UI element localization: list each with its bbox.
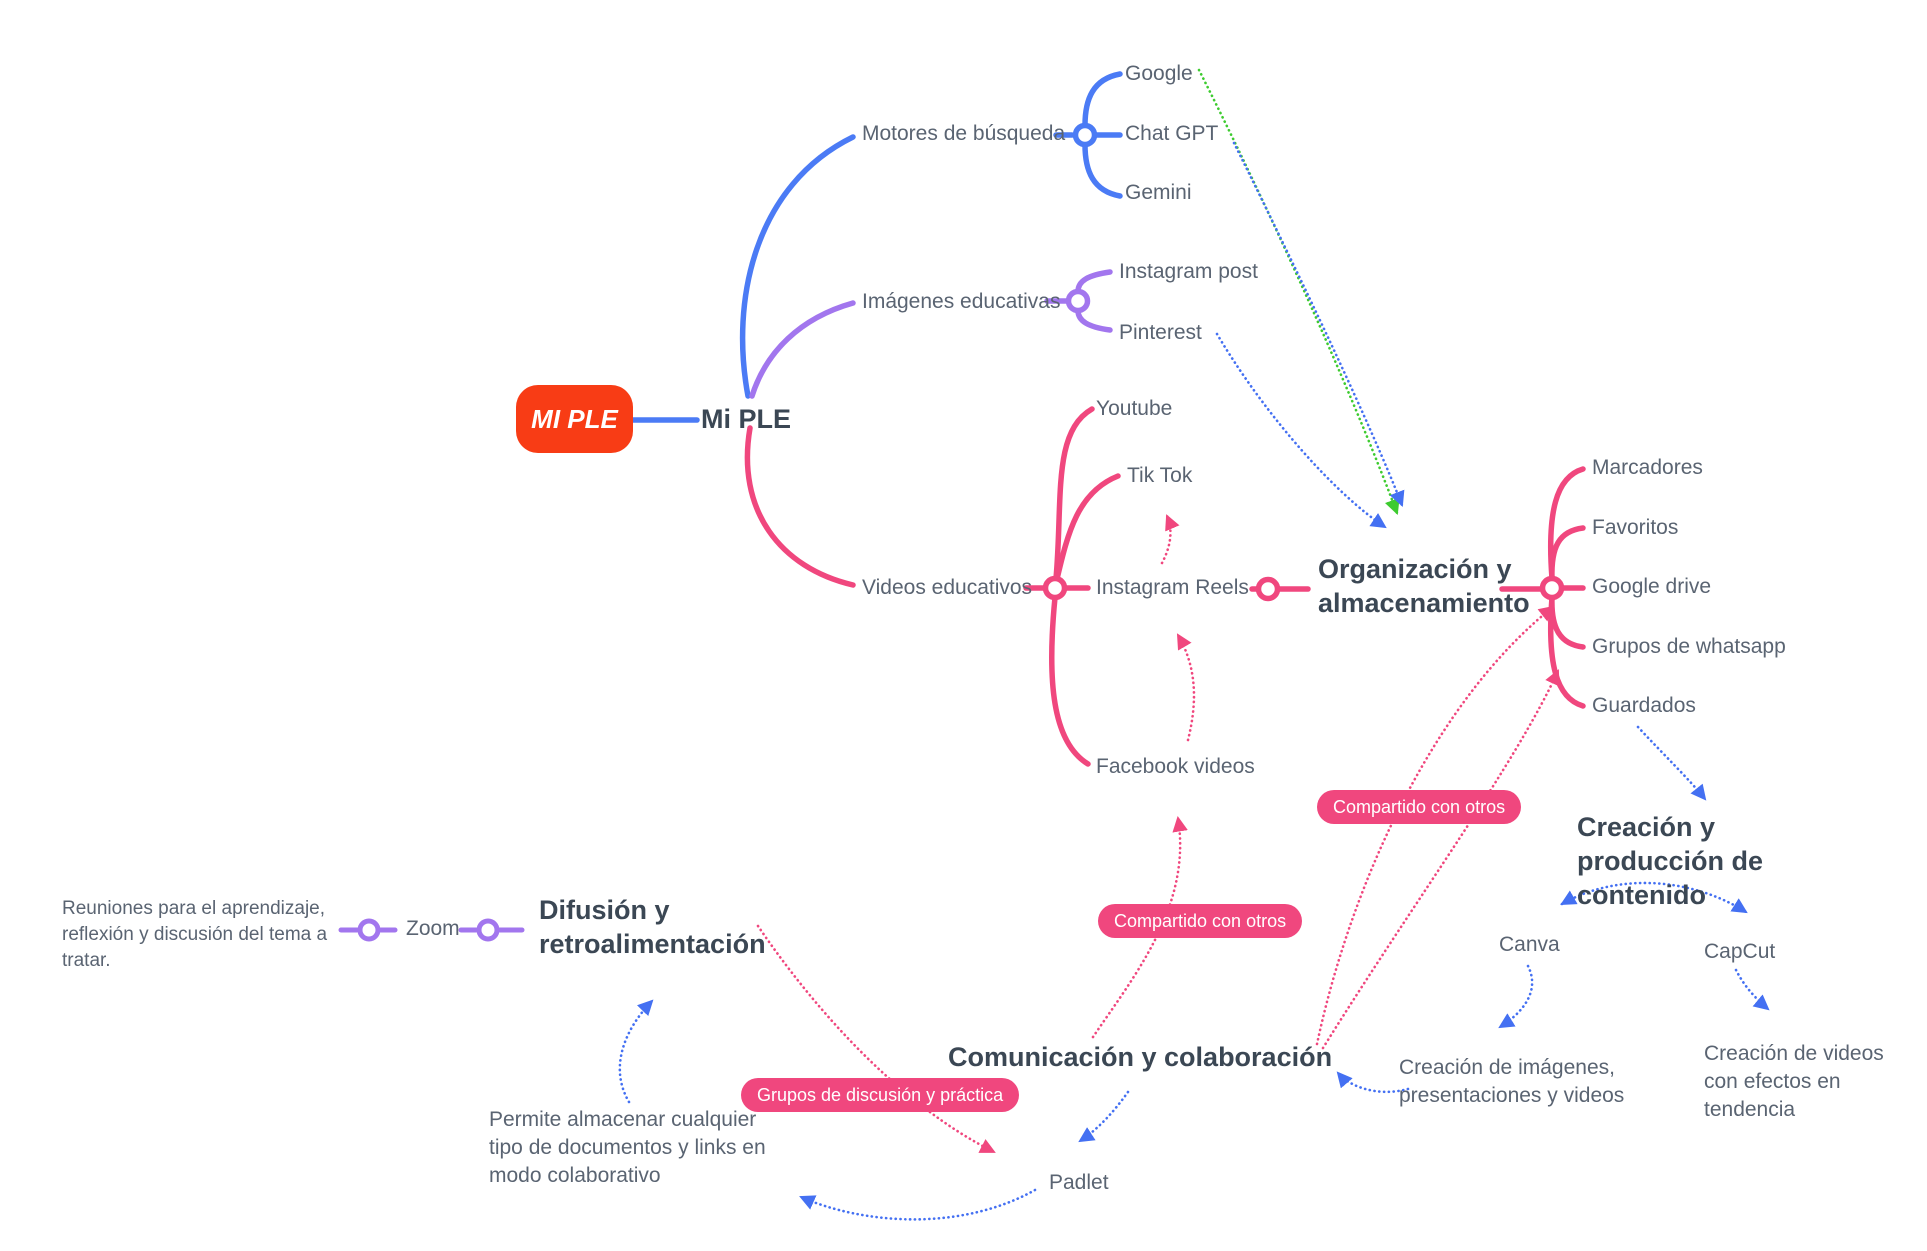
node-marcadores[interactable]: Marcadores bbox=[1592, 456, 1703, 479]
arrow-reels-to-tiktok bbox=[1160, 514, 1180, 565]
badge-grupos-de-discusion[interactable]: Grupos de discusión y práctica bbox=[741, 1078, 1020, 1112]
note-canva[interactable]: Creación de imágenes, presentaciones y v… bbox=[1399, 1056, 1625, 1107]
badge-compartido-con-otros-2[interactable]: Compartido con otros bbox=[1098, 904, 1303, 938]
node-pinterest[interactable]: Pinterest bbox=[1119, 321, 1202, 344]
arrow-guardados-to-creacion bbox=[1636, 725, 1707, 801]
note-capcut[interactable]: Creación de videos con efectos en tenden… bbox=[1704, 1042, 1884, 1121]
root-node[interactable]: MI PLE bbox=[516, 385, 633, 453]
arrow-comunicacion-to-organizacion-upper bbox=[1315, 605, 1555, 1046]
node-organizacion-y-almacenamiento[interactable]: Organización y almacenamiento bbox=[1318, 554, 1530, 618]
node-motores-de-busqueda[interactable]: Motores de búsqueda bbox=[862, 122, 1066, 145]
node-capcut[interactable]: CapCut bbox=[1704, 940, 1776, 963]
arrow-note-to-comunicacion bbox=[1336, 1071, 1410, 1094]
node-google-drive[interactable]: Google drive bbox=[1592, 575, 1712, 598]
arrow-capcut-to-note bbox=[1734, 968, 1770, 1011]
node-instagram-reels[interactable]: Instagram Reels bbox=[1096, 576, 1249, 599]
root-title[interactable]: Mi PLE bbox=[701, 404, 792, 434]
node-difusion-y-retroalimentacion[interactable]: Difusión y retroalimentación bbox=[539, 895, 766, 959]
arrow-note-to-difusion bbox=[618, 999, 654, 1104]
node-grupos-de-whatsapp[interactable]: Grupos de whatsapp bbox=[1592, 635, 1786, 658]
arrow-comunicacion-to-organizacion-lower bbox=[1321, 669, 1560, 1050]
node-instagram-post[interactable]: Instagram post bbox=[1119, 260, 1258, 283]
node-imagenes-educativas[interactable]: Imágenes educativas bbox=[862, 290, 1061, 313]
arrow-comunicacion-to-facebook bbox=[1091, 815, 1188, 1039]
node-canva[interactable]: Canva bbox=[1499, 933, 1560, 956]
node-chat-gpt[interactable]: Chat GPT bbox=[1125, 122, 1219, 145]
arrow-chatgpt-to-organizacion bbox=[1232, 141, 1405, 507]
badge-compartido-con-otros-1[interactable]: Compartido con otros bbox=[1317, 790, 1522, 824]
node-padlet[interactable]: Padlet bbox=[1049, 1171, 1109, 1194]
branch-videos-connector bbox=[744, 406, 1121, 767]
node-zoom[interactable]: Zoom bbox=[406, 917, 460, 940]
arrow-padlet-to-note bbox=[799, 1188, 1037, 1221]
arrow-pinterest-to-organizacion bbox=[1215, 332, 1387, 529]
node-gemini[interactable]: Gemini bbox=[1125, 181, 1192, 204]
arrow-canva-capcut bbox=[1560, 881, 1748, 914]
branch-imagenes-connector bbox=[749, 269, 1113, 399]
node-guardados[interactable]: Guardados bbox=[1592, 694, 1696, 717]
node-tik-tok[interactable]: Tik Tok bbox=[1127, 464, 1193, 487]
note-padlet[interactable]: Permite almacenar cualquier tipo de docu… bbox=[489, 1108, 766, 1187]
root-node-label: MI PLE bbox=[531, 403, 618, 434]
node-creacion-y-produccion[interactable]: Creación y producción de contenido bbox=[1577, 812, 1764, 910]
node-facebook-videos[interactable]: Facebook videos bbox=[1096, 755, 1255, 778]
node-youtube[interactable]: Youtube bbox=[1096, 397, 1173, 420]
branch-difusion-connector bbox=[338, 918, 525, 942]
branch-organizacion-connector bbox=[1249, 466, 1586, 709]
arrow-canva-to-note bbox=[1498, 964, 1534, 1029]
branch-motores-connector bbox=[630, 71, 1123, 423]
arrow-difusion-to-padlet bbox=[756, 924, 996, 1154]
arrow-facebook-to-reels bbox=[1176, 633, 1196, 742]
node-videos-educativos[interactable]: Videos educativos bbox=[862, 576, 1033, 599]
node-comunicacion-y-colaboracion[interactable]: Comunicación y colaboración bbox=[948, 1042, 1333, 1072]
note-zoom[interactable]: Reuniones para el aprendizaje, reflexión… bbox=[62, 898, 328, 971]
arrow-google-to-organizacion bbox=[1197, 68, 1400, 515]
node-google[interactable]: Google bbox=[1125, 62, 1193, 85]
arrow-comunicacion-to-padlet bbox=[1078, 1090, 1130, 1143]
dotted-arrows-layer bbox=[618, 68, 1770, 1221]
node-favoritos[interactable]: Favoritos bbox=[1592, 516, 1679, 539]
